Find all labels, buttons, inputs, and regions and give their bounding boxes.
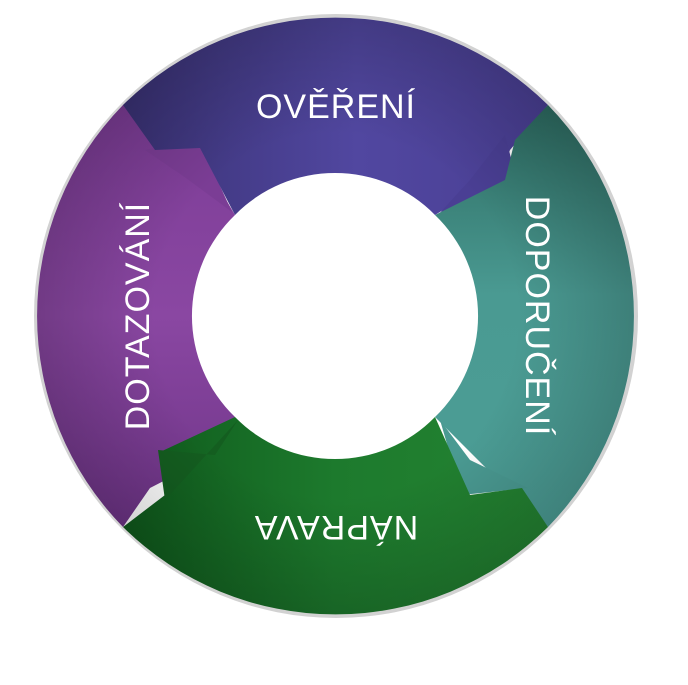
center-hole: [196, 176, 476, 456]
label-overeni: OVĚŘENÍ: [256, 88, 416, 126]
label-doporuceni: DOPORUČENÍ: [518, 196, 556, 436]
label-dotazovani: DOTAZOVÁNÍ: [119, 202, 157, 431]
label-naprava: NÁPRAVA: [254, 508, 418, 546]
